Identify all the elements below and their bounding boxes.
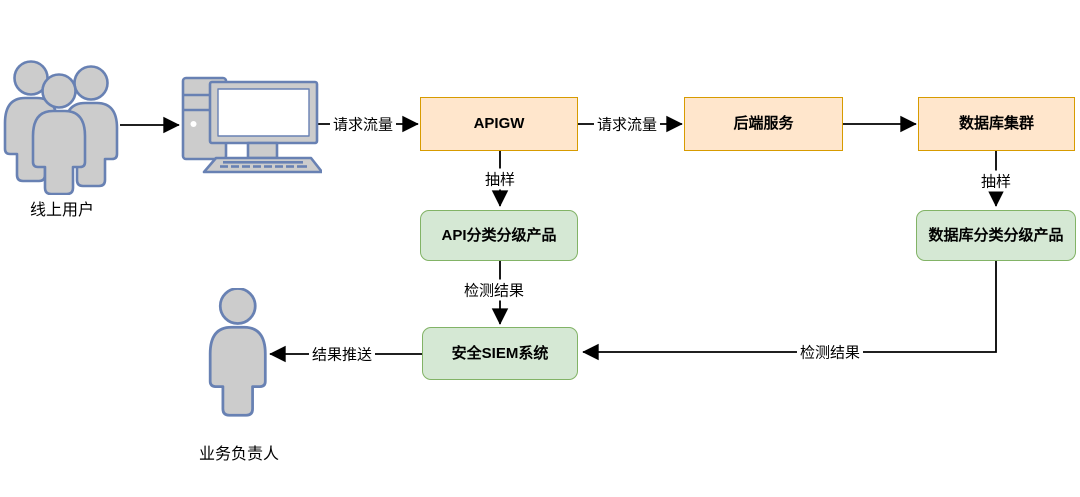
desktop-computer-icon	[181, 76, 322, 174]
edge-label-sampling-2: 抽样	[977, 170, 1015, 192]
edge-label-detect-result-1: 检测结果	[460, 279, 528, 301]
node-api-classify-product: API分类分级产品	[420, 210, 578, 261]
node-backend-label: 后端服务	[733, 115, 794, 132]
edge-db-classify-to-siem	[582, 261, 997, 361]
users-group-icon	[3, 60, 119, 195]
node-siem-system: 安全SIEM系统	[422, 327, 578, 380]
node-db-cluster: 数据库集群	[918, 97, 1075, 151]
edge-label-detect-result-2: 检测结果	[796, 341, 864, 363]
caption-biz-owner: 业务负责人	[198, 446, 279, 463]
node-db-classify-product: 数据库分类分级产品	[916, 210, 1076, 261]
node-db-classify-label: 数据库分类分级产品	[928, 226, 1064, 244]
person-icon	[208, 288, 267, 417]
node-backend-service: 后端服务	[684, 97, 843, 151]
edge-label-sampling-1: 抽样	[481, 168, 519, 190]
node-db-cluster-label: 数据库集群	[958, 115, 1034, 132]
edge-label-request-traffic-2: 请求流量	[593, 113, 661, 135]
edge-label-request-traffic-1: 请求流量	[329, 113, 397, 135]
edge-label-result-push: 结果推送	[308, 343, 376, 365]
node-apigw: APIGW	[420, 97, 578, 151]
caption-online-users: 线上用户	[29, 202, 94, 219]
node-apigw-label: APIGW	[473, 115, 525, 132]
node-api-classify-label: API分类分级产品	[441, 226, 557, 244]
node-siem-label: 安全SIEM系统	[451, 344, 549, 362]
